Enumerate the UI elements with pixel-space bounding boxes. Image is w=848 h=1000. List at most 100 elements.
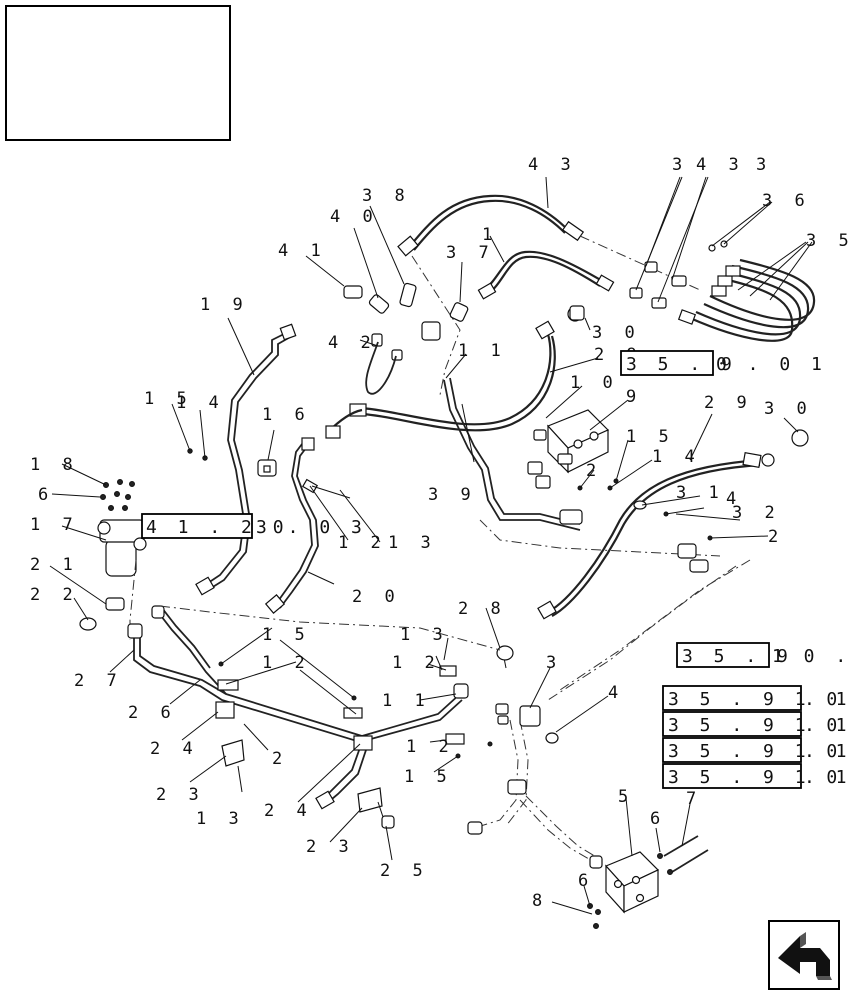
ref-d-tail-text: . 1 bbox=[804, 689, 848, 710]
callout-6: 6 bbox=[578, 871, 594, 891]
clips-brackets-lower bbox=[215, 661, 493, 813]
callout-11: 1 1 bbox=[382, 691, 431, 711]
callout-10: 1 0 bbox=[570, 373, 619, 393]
ref-a-tail-text: 0 . 0 1 bbox=[716, 354, 827, 375]
section-ref-a[interactable]: 3 5 . 9 0 . 0 1 bbox=[620, 350, 827, 376]
section-ref-g[interactable]: 3 5 . 9 1 0 . 1 bbox=[662, 763, 848, 789]
callout-12: 1 2 bbox=[338, 533, 387, 553]
callout-5: 5 bbox=[618, 787, 634, 807]
callout-26: 2 6 bbox=[128, 703, 177, 723]
callout-12: 1 2 bbox=[406, 737, 455, 757]
hose-29-lower bbox=[537, 452, 775, 620]
callout-9: 9 bbox=[626, 387, 642, 407]
clamp-16 bbox=[257, 459, 277, 477]
callout-29: 2 9 bbox=[704, 393, 753, 413]
previous-page-button[interactable] bbox=[768, 920, 840, 990]
callout-8: 8 bbox=[532, 891, 548, 911]
callout-12: 1 2 bbox=[392, 653, 441, 673]
callout-4: 4 bbox=[726, 489, 742, 509]
callout-7: 7 bbox=[686, 789, 702, 809]
ref-e-box-text: 3 5 . 9 1 0 bbox=[668, 715, 842, 736]
callout-14: 1 4 bbox=[652, 447, 701, 467]
callout-38: 3 8 bbox=[362, 186, 411, 206]
callout-23: 2 3 bbox=[156, 785, 205, 805]
filter-17 bbox=[97, 479, 147, 577]
callout-31: 3 1 bbox=[676, 483, 725, 503]
tube-27-26-24 bbox=[127, 605, 469, 810]
callout-2: 2 bbox=[272, 749, 288, 769]
tubing-lower-right bbox=[467, 703, 599, 863]
callout-13: 1 3 bbox=[400, 625, 449, 645]
hose-35-bundle bbox=[677, 258, 816, 342]
tube-20 bbox=[264, 437, 319, 614]
callout-43: 4 3 bbox=[528, 155, 577, 175]
callout-17: 1 7 bbox=[30, 515, 79, 535]
callout-3: 3 bbox=[546, 653, 562, 673]
callout-6: 6 bbox=[38, 485, 54, 505]
ref-b-box-text: 4 1 . 2 0 bbox=[146, 517, 289, 538]
ref-b-tail-text: 3 . 0 3 bbox=[256, 517, 367, 538]
ref-a-box-text: 3 5 . 9 bbox=[626, 354, 737, 375]
callout-6: 6 bbox=[650, 809, 666, 829]
callout-42: 4 2 bbox=[328, 333, 377, 353]
hose-1 bbox=[477, 250, 615, 300]
callout-40: 4 0 bbox=[330, 207, 379, 227]
callout-15: 1 5 bbox=[262, 625, 311, 645]
callout-23: 2 3 bbox=[306, 837, 355, 857]
section-ref-c[interactable]: 3 5 . 9 1 0 . 0 bbox=[676, 642, 848, 668]
callout-14: 1 4 bbox=[176, 393, 225, 413]
callout-13: 1 3 bbox=[388, 533, 437, 553]
ref-f-tail-text: . 1 bbox=[804, 741, 848, 762]
leader-lines bbox=[49, 176, 813, 915]
callout-13: 1 3 bbox=[196, 809, 245, 829]
callout-27: 2 7 bbox=[74, 671, 123, 691]
section-ref-b[interactable]: 4 1 . 2 0 3 . 0 3 bbox=[141, 513, 367, 539]
callout-15: 1 5 bbox=[626, 427, 675, 447]
callout-3: 3 bbox=[672, 155, 688, 175]
ref-g-tail-text: . 1 bbox=[804, 767, 848, 788]
callout-37: 3 7 bbox=[446, 243, 495, 263]
callout-36: 3 6 bbox=[762, 191, 811, 211]
callout-16: 1 6 bbox=[262, 405, 311, 425]
callout-11: 1 1 bbox=[458, 341, 507, 361]
hose-29-upper bbox=[349, 320, 556, 432]
fittings-mid-right bbox=[559, 478, 713, 573]
callout-2: 2 bbox=[586, 461, 602, 481]
callout-19: 1 9 bbox=[200, 295, 249, 315]
callout-21: 2 1 bbox=[30, 555, 79, 575]
hose-39 bbox=[443, 377, 721, 557]
valve-block-5 bbox=[589, 851, 660, 914]
ref-c-tail-text: 1 0 . 0 bbox=[772, 646, 848, 667]
callout-30: 3 0 bbox=[592, 323, 641, 343]
section-ref-e[interactable]: 3 5 . 9 1 0 . 1 bbox=[662, 711, 848, 737]
section-ref-f[interactable]: 3 5 . 9 1 0 . 1 bbox=[662, 737, 848, 763]
callout-25: 2 5 bbox=[380, 861, 429, 881]
tube-19 bbox=[195, 323, 297, 596]
callout-15: 1 5 bbox=[144, 389, 193, 409]
callout-28: 2 8 bbox=[458, 599, 507, 619]
callout-18: 1 8 bbox=[30, 455, 79, 475]
ref-e-tail-text: . 1 bbox=[804, 715, 848, 736]
callout-41: 4 1 bbox=[278, 241, 327, 261]
callout-4: 4 bbox=[608, 683, 624, 703]
ref-f-box-text: 3 5 . 9 1 0 bbox=[668, 741, 842, 762]
fittings-upper bbox=[343, 240, 728, 361]
callout-39: 3 9 bbox=[428, 485, 477, 505]
callout-12: 1 2 bbox=[262, 653, 311, 673]
callout-24: 2 4 bbox=[150, 739, 199, 759]
callout-1: 1 bbox=[482, 225, 498, 245]
title-block-frame bbox=[5, 5, 231, 141]
callout-35: 3 5 bbox=[806, 231, 848, 251]
callout-4-3: 4 3 bbox=[696, 155, 745, 175]
callout-32: 3 2 bbox=[732, 503, 781, 523]
tube-42 bbox=[365, 341, 397, 395]
callout-22: 2 2 bbox=[30, 585, 79, 605]
callout-20: 2 0 bbox=[352, 587, 401, 607]
callout-labels: 4 3 3 4 3 3 3 6 3 5 3 8 4 0 4 1 3 7 1 1 … bbox=[30, 155, 848, 911]
callout-24: 2 4 bbox=[264, 801, 313, 821]
ref-g-box-text: 3 5 . 9 1 0 bbox=[668, 767, 842, 788]
section-ref-d[interactable]: 3 5 . 9 1 0 . 1 bbox=[662, 685, 848, 711]
callout-3: 3 bbox=[756, 155, 772, 175]
ref-c-box-text: 3 5 . 9 bbox=[682, 646, 793, 667]
